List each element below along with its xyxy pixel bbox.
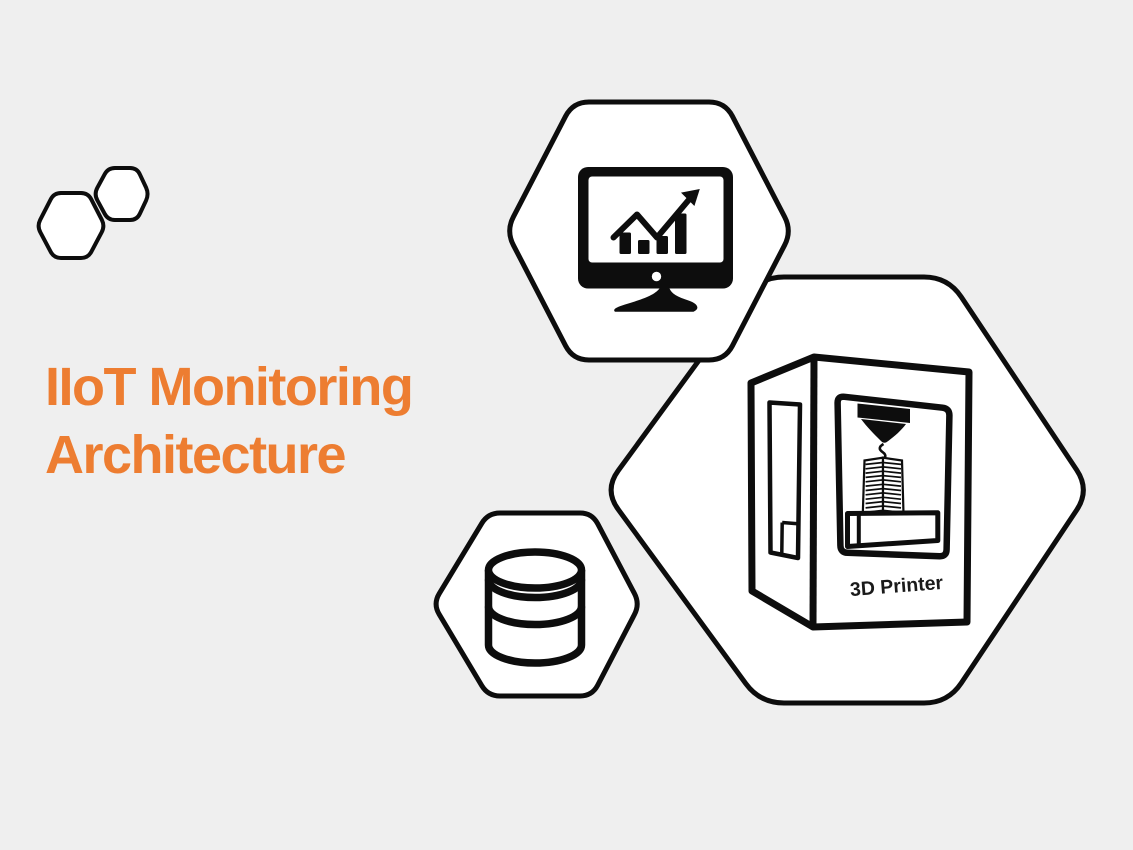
monitor-camera-dot (651, 271, 662, 282)
page-title: IIoT Monitoring Architecture (45, 353, 414, 489)
printer-gantry (857, 403, 910, 423)
printed-model-layer-line (865, 461, 902, 466)
printer-side-window (767, 400, 803, 561)
trend-arrowhead (681, 189, 700, 206)
database-ring (484, 578, 586, 602)
database-top-disk (484, 548, 586, 592)
chart-bar (675, 213, 687, 254)
title-line-2: Architecture (45, 425, 347, 485)
monitor-screen (588, 176, 724, 263)
database-body (484, 570, 586, 667)
database-ring (484, 605, 586, 629)
printed-model-layer-line (865, 505, 902, 509)
printer-3d-icon: 3D Printer (747, 353, 973, 631)
monitor-stand (614, 288, 698, 312)
chart-bar (619, 232, 631, 254)
chart-bar (638, 240, 650, 254)
printer-bed (845, 510, 941, 549)
decorative-hexagon-small (93, 166, 150, 222)
printed-model-layer-line (865, 496, 902, 501)
printed-model-layer-line (865, 470, 902, 474)
printed-model-layer-line (865, 487, 902, 492)
title-line-1: IIoT Monitoring (45, 357, 414, 417)
printer-side-window-step (780, 520, 798, 554)
database-icon (484, 548, 586, 667)
printed-model-layer-line (865, 492, 902, 496)
database-hexagon (433, 510, 640, 699)
printer-nozzle (861, 419, 906, 443)
chart-bar (656, 236, 668, 254)
printed-model-layer-lines (865, 461, 902, 514)
printed-model-layer-line (865, 479, 902, 483)
decorative-hexagon-large (36, 191, 106, 260)
printed-model-layer-line (865, 483, 902, 487)
trend-line (610, 196, 693, 241)
printer-front-edge (809, 357, 818, 627)
monitor-chart-icon (578, 167, 733, 312)
printed-model-layer-line (865, 500, 902, 505)
printed-model-layer-line (865, 466, 902, 470)
printed-model-layer-line (865, 474, 902, 479)
